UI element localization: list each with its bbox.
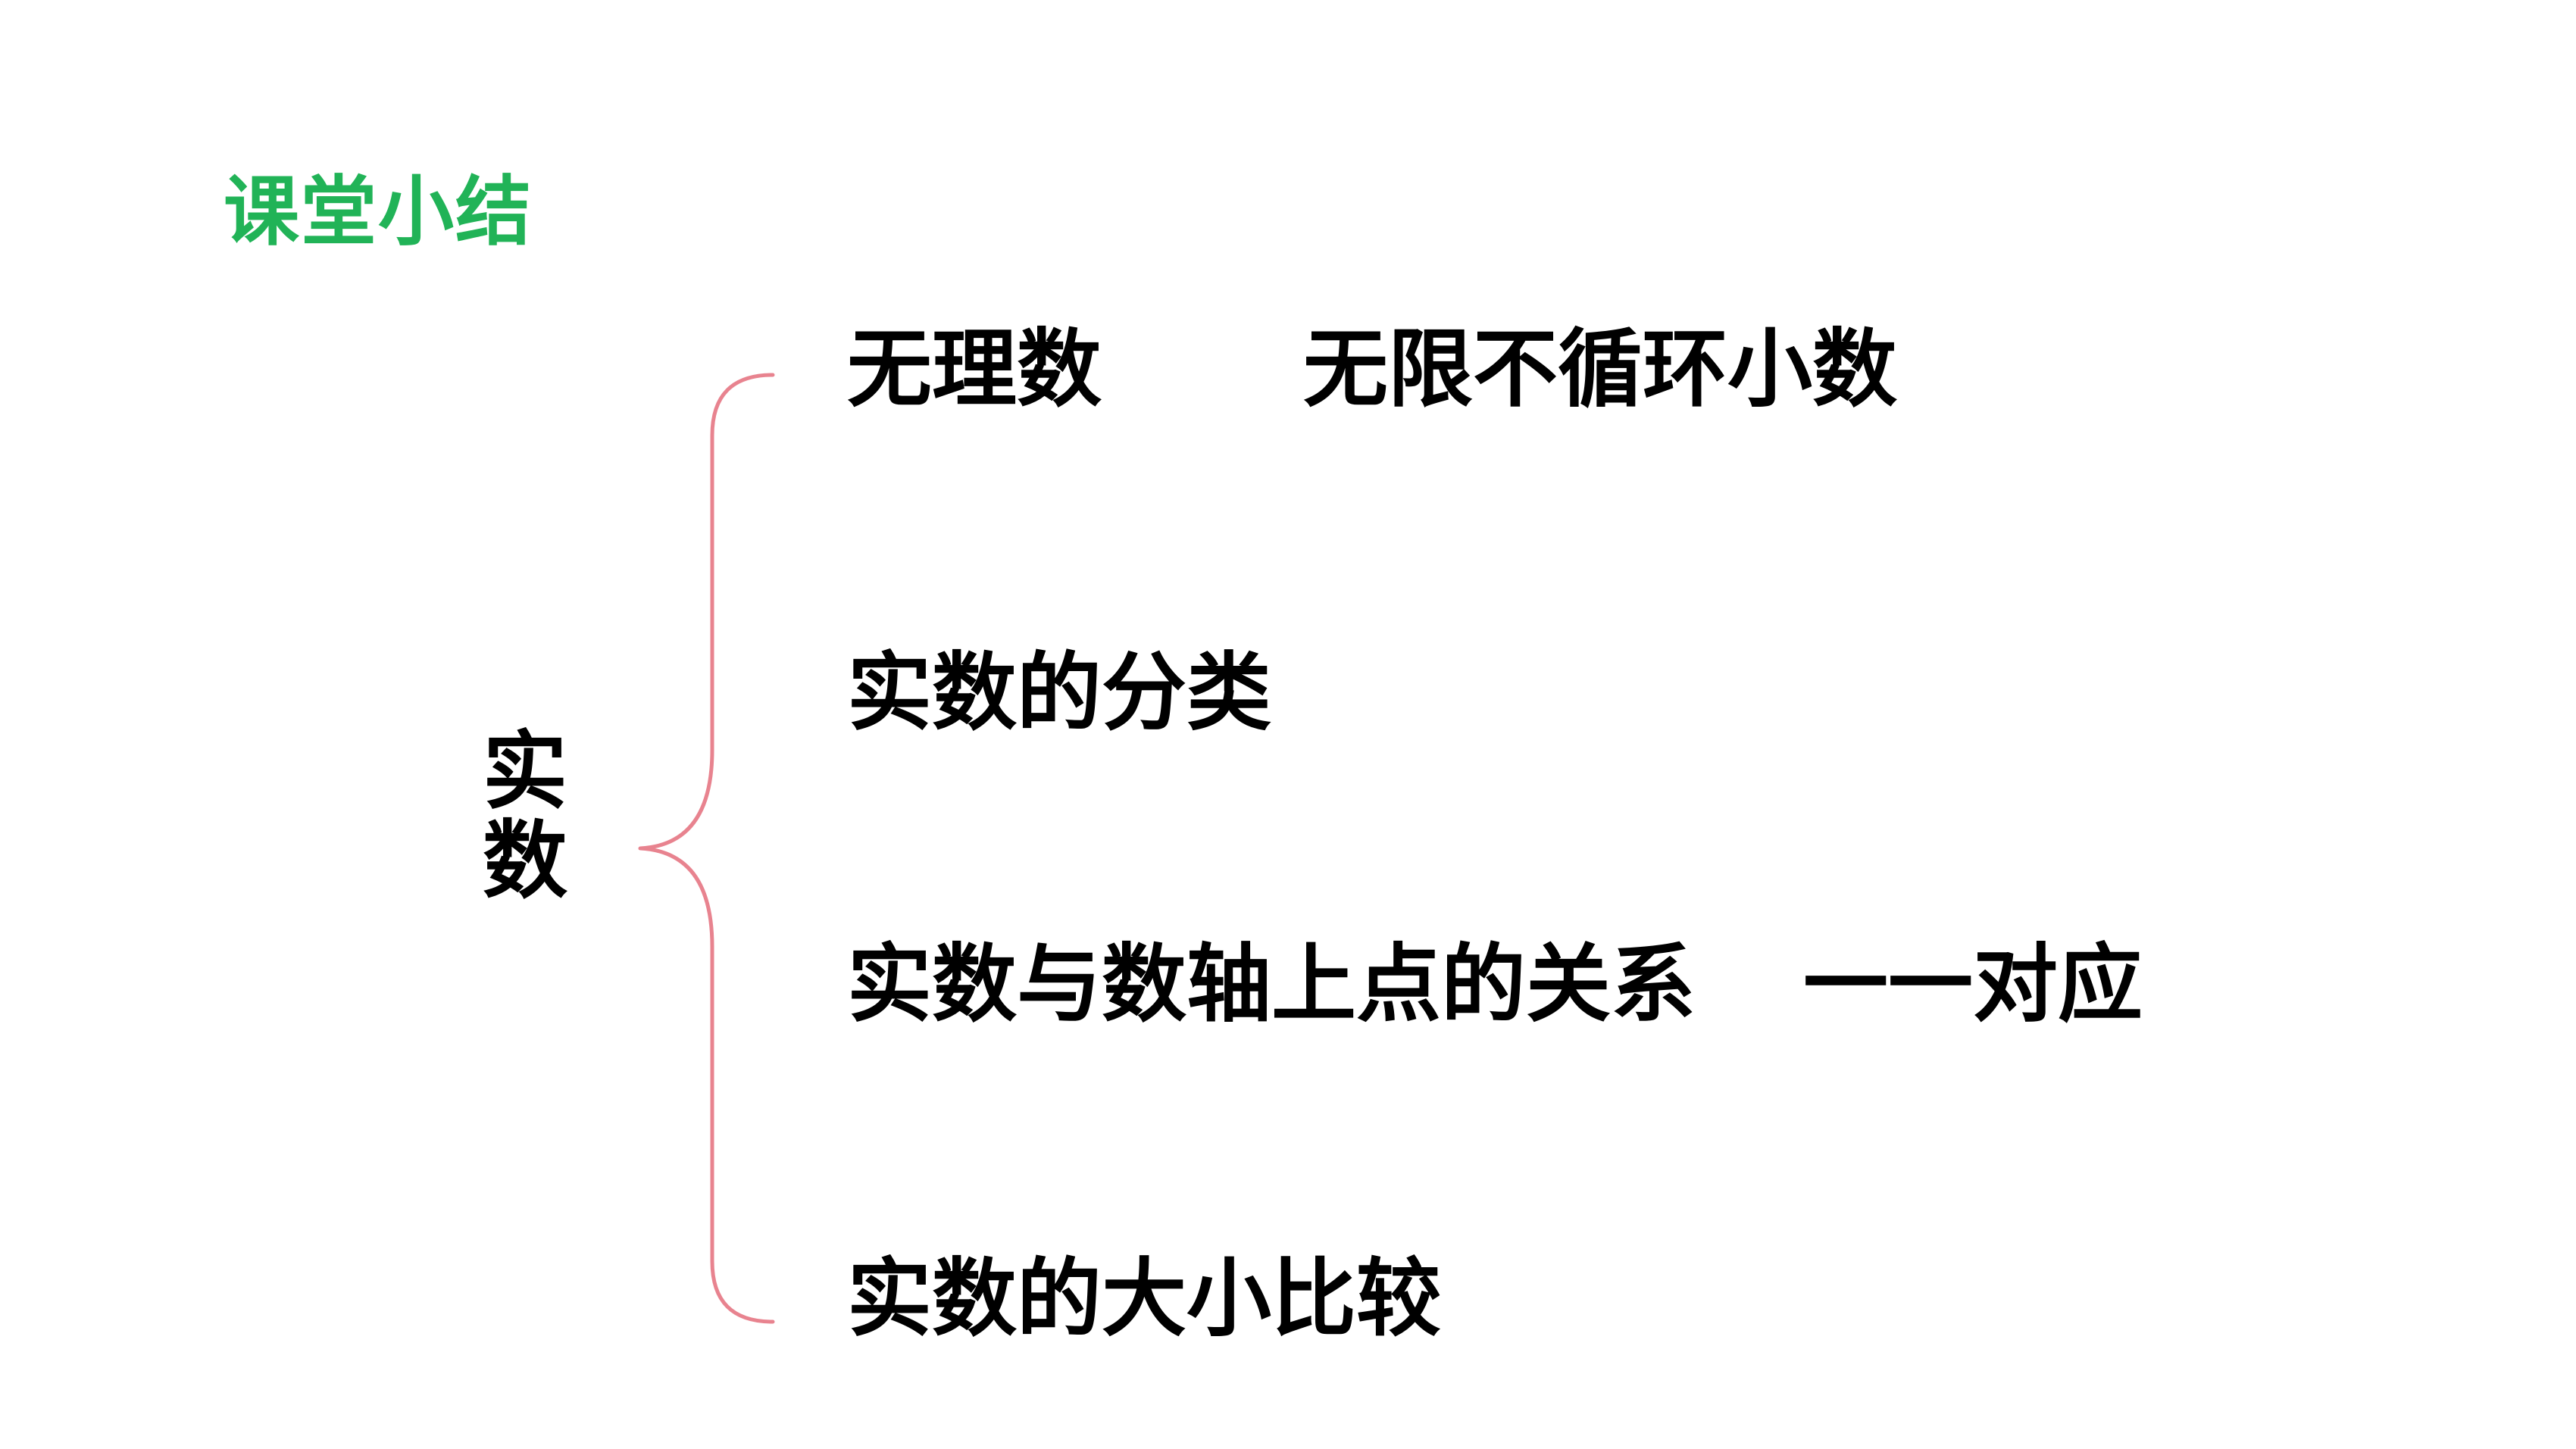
item-label: 实数与数轴上点的关系 — [847, 935, 1696, 1034]
item-label: 实数的分类 — [847, 644, 1271, 742]
page-title: 课堂小结 — [224, 167, 533, 256]
item-label: 无理数 — [847, 320, 1102, 419]
real-number-label-char-2: 数 — [483, 812, 567, 910]
item-desc-irrational-number: 无限不循环小数 — [1303, 320, 1897, 419]
item-desc-number-line-relation: 一一对应 — [1803, 935, 2143, 1034]
real-number-label: 实 数 — [476, 727, 574, 906]
item-label: 实数的大小比较 — [847, 1250, 1441, 1348]
curly-brace — [638, 373, 775, 1324]
real-number-label-char-1: 实 — [483, 723, 567, 821]
